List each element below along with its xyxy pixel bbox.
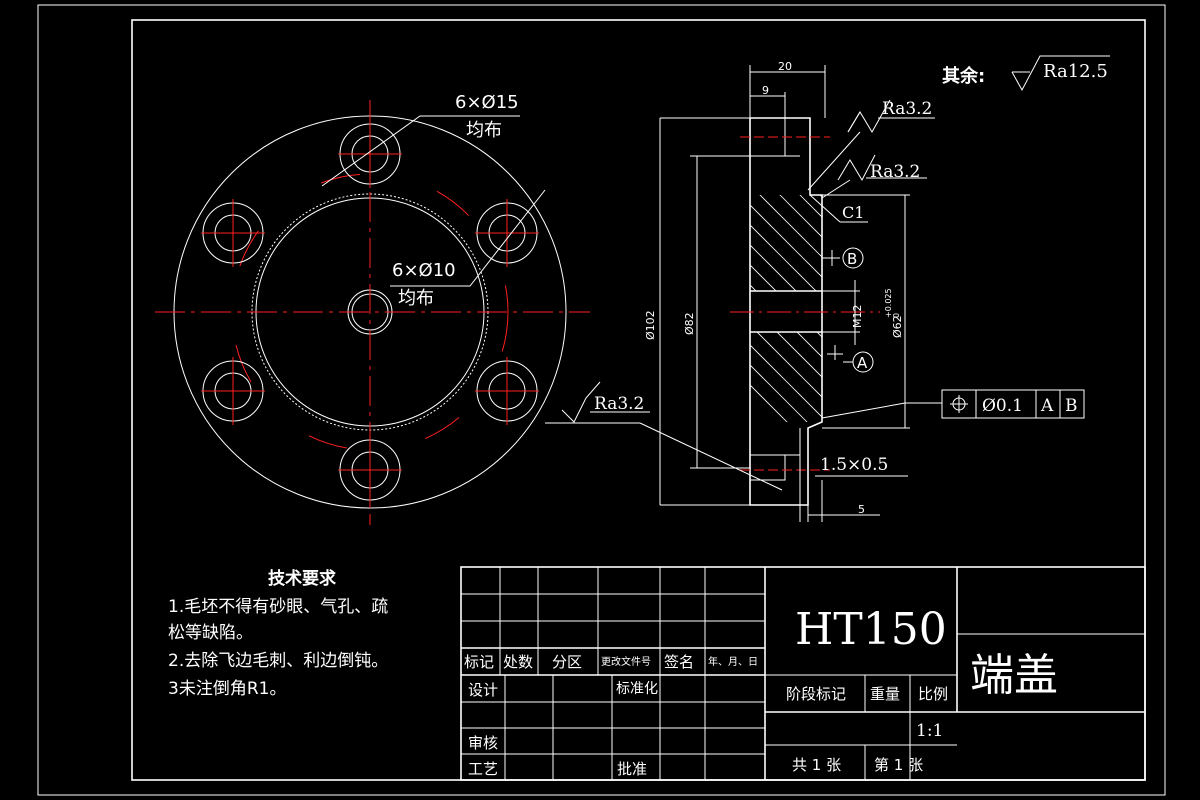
datum-a-label: A (857, 354, 868, 372)
tech-req-line-1: 1.毛坯不得有砂眼、气孔、疏 (168, 597, 388, 617)
roughness-label-2: Ra3.2 (870, 162, 920, 182)
label-review: 审核 (468, 734, 498, 752)
dim-bolt-circle: Ø82 (683, 312, 696, 335)
roughness-label-1: Ra3.2 (882, 99, 932, 119)
label-small-holes-note: 均布 (398, 288, 434, 309)
outer-border (37, 4, 1166, 796)
bolt-hole-upper-right (475, 199, 539, 267)
bolt-hole-upper-left (201, 199, 265, 267)
tolerance-frame: Ø0.1 A B (941, 389, 1085, 419)
datum-b-marker (842, 247, 864, 269)
scale-value: 1:1 (916, 721, 943, 741)
tech-requirements: 技术要求 1.毛坯不得有砂眼、气孔、疏 松等缺陷。 2.去除飞边毛刺、利边倒钝。… (168, 568, 388, 699)
title-block: HT150 端盖 标记 处数 分区 更改文件号 签名 年、月、日 设计 标准化 … (460, 566, 1146, 781)
header-date: 年、月、日 (708, 655, 758, 668)
dim-top-total: 20 (778, 60, 792, 73)
label-standard: 标准化 (616, 681, 658, 697)
dim-spigot-tol: +0.025 (884, 288, 893, 318)
datum-a-marker (852, 351, 874, 373)
tolerance-value: Ø0.1 (982, 396, 1023, 416)
label-design: 设计 (468, 681, 498, 699)
leader-small-holes (390, 189, 546, 287)
label-weight: 重量 (870, 685, 900, 703)
dim-outer-diameter: Ø102 (644, 310, 657, 340)
dim-spigot: Ø62 (891, 315, 904, 338)
dim-right: 5 (858, 503, 865, 516)
bolt-hole-bottom (338, 436, 402, 504)
label-small-holes: 6×Ø10 (392, 260, 456, 281)
header-signature: 签名 (664, 653, 694, 671)
tech-req-line-2: 松等缺陷。 (168, 623, 253, 643)
front-view: 6×Ø15 均布 6×Ø10 均布 (155, 92, 590, 525)
header-change-doc: 更改文件号 (601, 655, 651, 668)
header-zone: 分区 (552, 653, 582, 671)
sheet-number: 第 1 张 (874, 756, 923, 774)
bolt-circle (231, 173, 509, 451)
chamfer-c1: C1 (842, 203, 864, 222)
bolt-hole-lower-right (475, 357, 539, 425)
label-stage: 阶段标记 (786, 685, 846, 703)
part-name: 端盖 (970, 650, 1058, 701)
dim-spigot-tol-low: 0 (892, 313, 901, 318)
header-count: 处数 (503, 653, 533, 671)
dim-thread: M12 (851, 305, 864, 329)
tech-req-line-4: 3未注倒角R1。 (168, 679, 286, 699)
rest-roughness-label: 其余: (942, 65, 985, 87)
tolerance-ref-b: B (1065, 396, 1078, 416)
section-outline (749, 117, 823, 506)
tech-req-line-3: 2.去除飞边毛刺、利边倒钝。 (168, 651, 388, 671)
rest-roughness-value: Ra12.5 (1043, 61, 1108, 82)
label-approve: 批准 (617, 760, 647, 778)
section-view: 20 9 Ø102 Ø82 M12 Ø62 +0.025 0 B A (545, 55, 1110, 522)
material: HT150 (795, 604, 947, 655)
label-scale: 比例 (918, 685, 948, 703)
label-large-holes: 6×Ø15 (455, 92, 519, 113)
label-large-holes-note: 均布 (466, 120, 502, 141)
bolt-hole-lower-left (201, 357, 265, 425)
tech-req-title: 技术要求 (268, 568, 336, 589)
tolerance-ref-a: A (1040, 396, 1054, 416)
bolt-hole-top (338, 120, 402, 188)
leader-large-holes (321, 115, 520, 187)
roughness-label-3: Ra3.2 (594, 394, 644, 414)
sheets-total: 共 1 张 (792, 756, 841, 774)
header-mark: 标记 (464, 653, 494, 671)
dim-top-inner: 9 (762, 84, 769, 97)
datum-b-label: B (847, 250, 857, 268)
label-process: 工艺 (468, 760, 498, 778)
section-hatching (750, 195, 822, 422)
groove-label: 1.5×0.5 (820, 455, 888, 475)
